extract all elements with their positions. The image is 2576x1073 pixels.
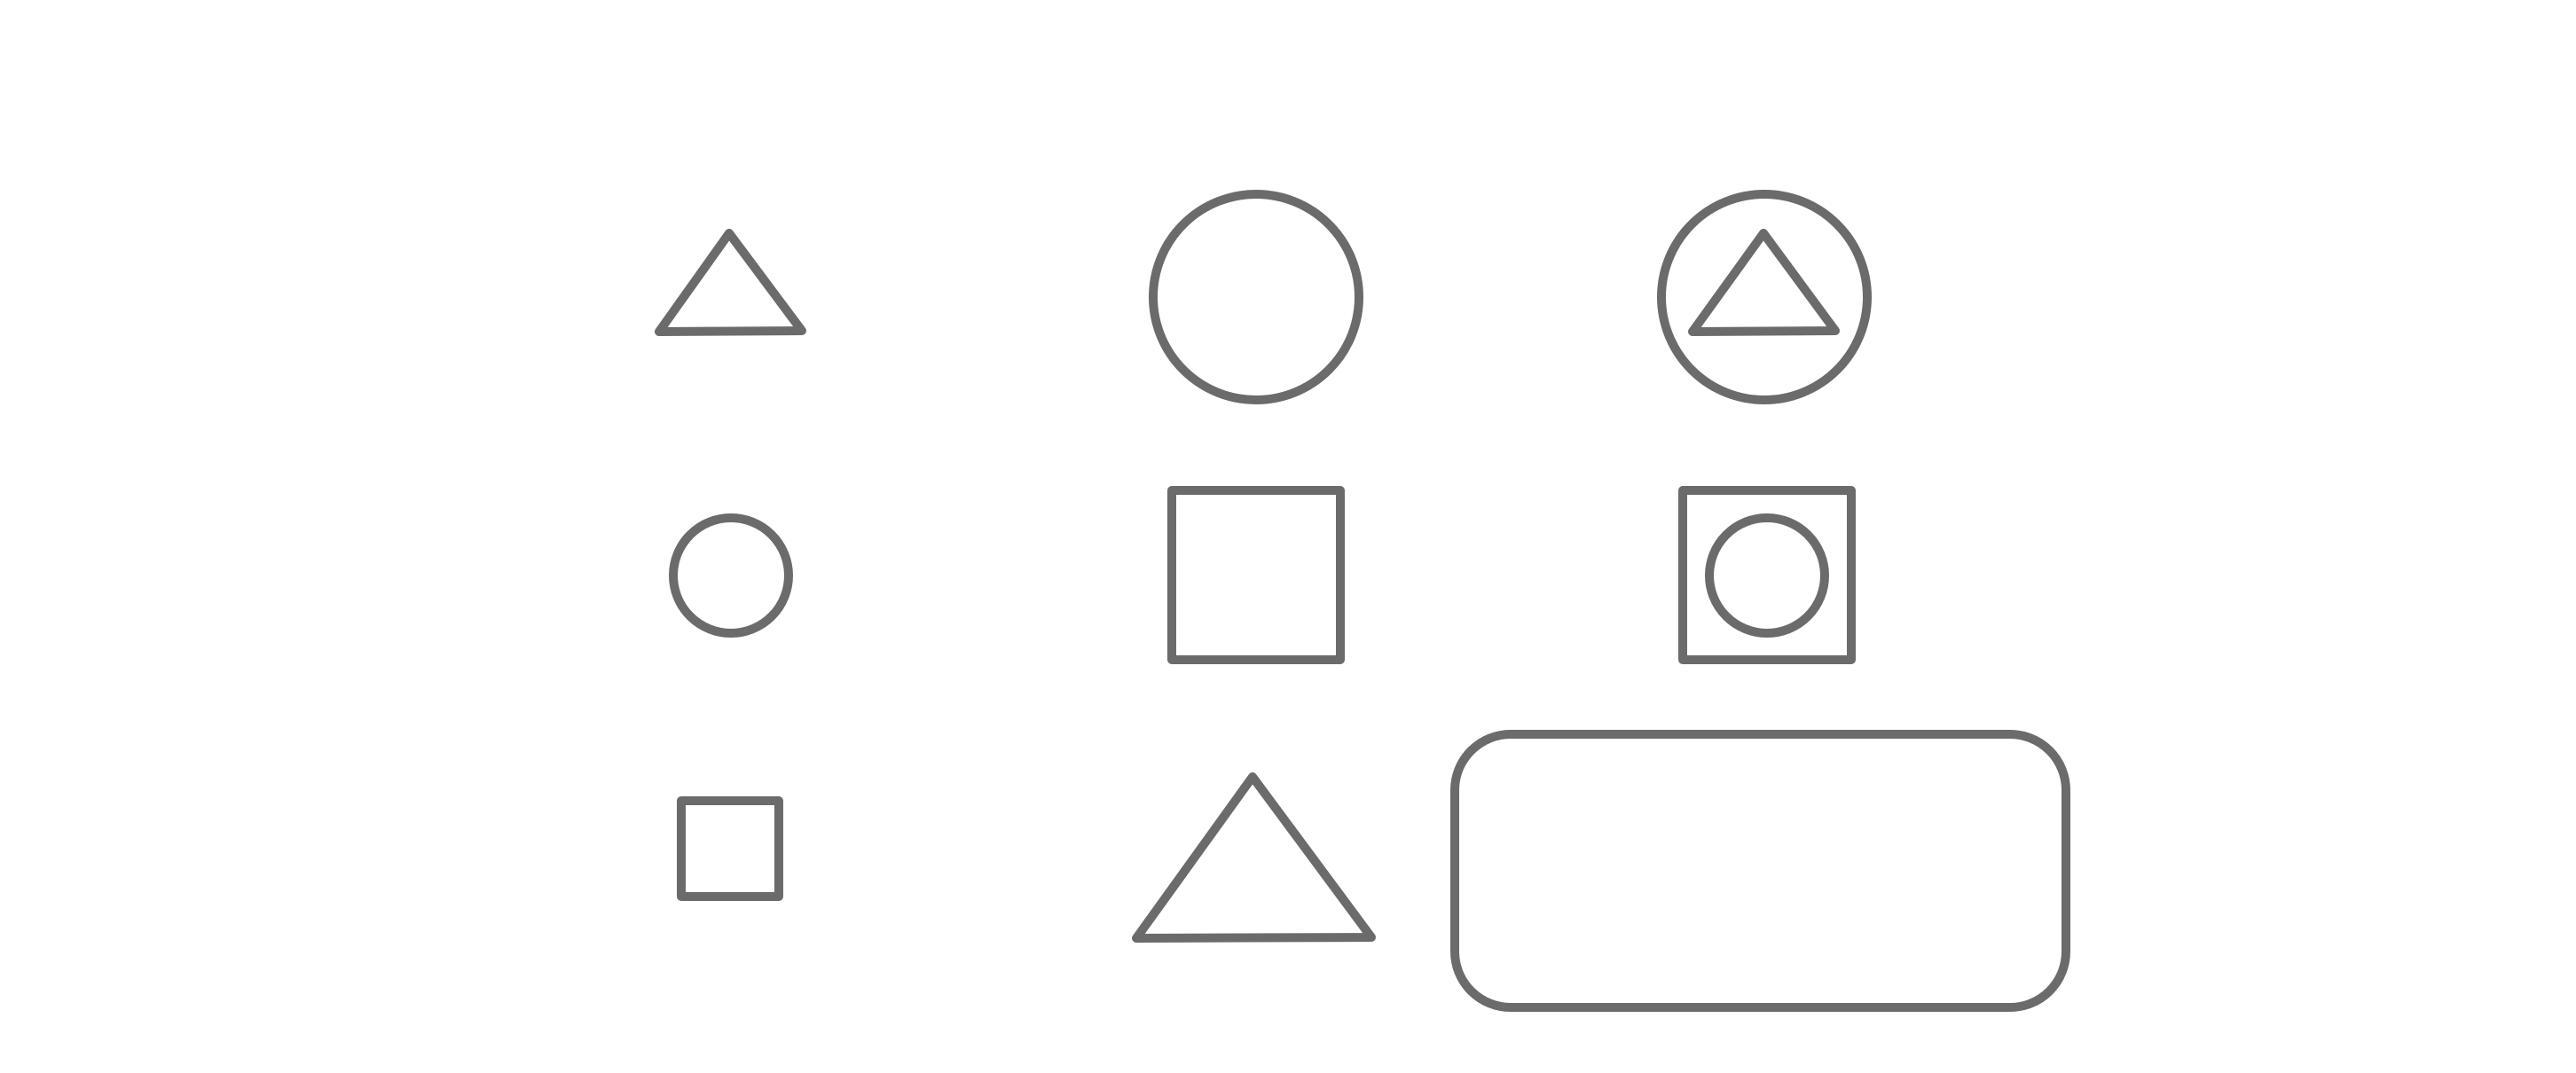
circle-shape — [669, 513, 793, 638]
cell-row3-col3[interactable] — [1450, 730, 2070, 1012]
cell-row1-col1 — [655, 229, 806, 336]
cell-row1-col3 — [1657, 190, 1872, 404]
square-shape — [1167, 486, 1345, 664]
cell-row3-col1 — [677, 796, 783, 901]
cell-row2-col3 — [1678, 486, 1856, 664]
cell-row3-col2 — [1132, 772, 1376, 943]
cell-row2-col2 — [1167, 486, 1345, 664]
blank-answer-box[interactable] — [1450, 730, 2070, 1012]
triangle-shape — [655, 229, 806, 336]
cell-row2-col1 — [669, 513, 793, 638]
triangle-shape — [1132, 772, 1376, 943]
square-shape — [1678, 486, 1856, 664]
triangle-shape — [1688, 229, 1840, 336]
circle-shape — [1705, 513, 1829, 638]
cell-row1-col2 — [1149, 190, 1363, 404]
square-shape — [677, 796, 783, 901]
circle-shape — [1149, 190, 1363, 404]
circle-shape — [1657, 190, 1872, 404]
